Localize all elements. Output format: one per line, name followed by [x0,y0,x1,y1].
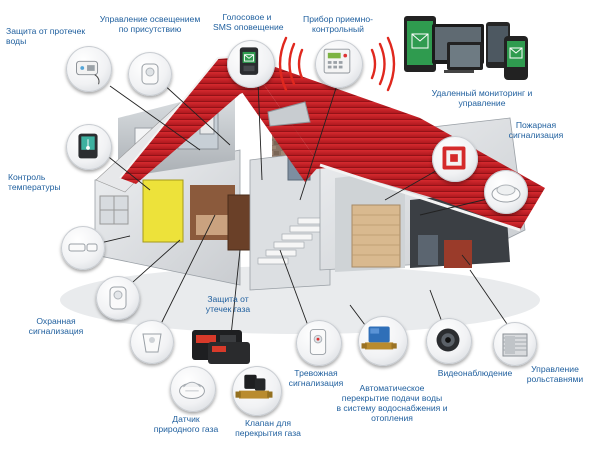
garage-door-panels [352,214,400,256]
label-security-alarm: Охранная сигнализация [28,316,84,336]
label-fire-alarm: Пожарная сигнализация [508,120,564,140]
solenoid-valve-icon [232,366,282,416]
interior-door [227,194,251,251]
gsm-module-icon [227,40,275,88]
yellow-door [142,179,184,243]
smoke-detector-icon [484,170,528,214]
panic-button-icon [296,320,342,366]
label-panic-alarm: Тревожная сигнализация [288,368,344,388]
pir-sensor-icon [130,320,174,364]
fire-call-point-icon [432,136,478,182]
kitchen-counter [196,215,228,235]
garage-door [351,204,401,268]
dormer-roof [305,110,420,170]
label-natural-gas-sensor: Датчик природного газа [153,414,219,434]
thermostat-icon [66,124,112,170]
label-temperature: Контроль температуры [8,172,61,192]
ground-shadow [60,266,540,334]
label-water-leak: Защита от протечек воды [6,26,86,46]
label-gas-leak: Защита от утечек газа [205,294,251,314]
garage-equipment [418,235,438,265]
label-water-shutoff: Автоматическое перекрытие подачи воды в … [336,383,448,423]
label-remote-monitoring: Удаленный мониторинг и управление [431,88,533,108]
control-panel-icon [315,40,363,88]
eave-trim [319,163,521,232]
motion-detector-icon [96,276,140,320]
door-contact-sensor-icon [61,226,105,270]
label-voice-sms: Голосовое и SMS оповещение [213,12,284,32]
label-control-panel: Прибор приемно- контрольный [303,14,373,34]
devices-icon [392,16,542,86]
signal-waves [278,36,396,92]
skylight [267,101,311,127]
gas-sensor-icon [170,366,216,412]
gas-controller-icon [190,326,254,366]
left-roof [120,56,258,184]
brick-pillar [444,240,472,268]
label-video: Видеонаблюдение [437,368,513,378]
label-roller-shutters: Управление рольставнями [526,364,584,384]
label-gas-valve: Клапан для перекрытия газа [235,418,301,438]
label-light-presence: Управление освещением по присутствию [99,14,201,34]
camera-icon [426,318,472,364]
motorized-valve-icon [358,316,408,366]
window-frame [100,196,128,224]
shutter-icon [493,322,537,366]
motion-sensor-icon [128,52,172,96]
water-leak-sensor-icon [66,46,112,92]
